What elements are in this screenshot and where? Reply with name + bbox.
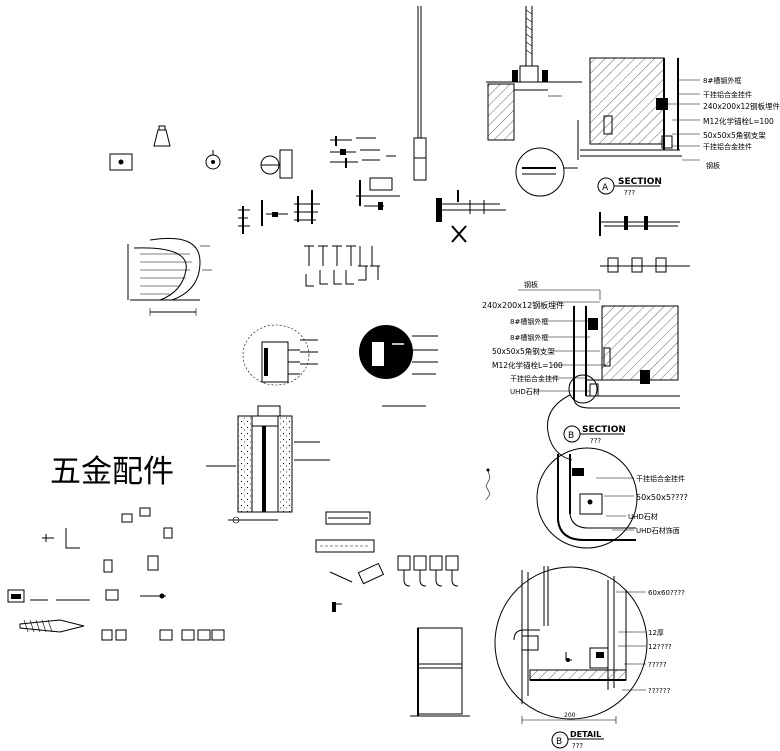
detail-b-label-3: UHD石材	[628, 512, 658, 521]
section-b-subheading: ???	[590, 437, 601, 445]
detail-c-label-1: 60x60????	[648, 589, 685, 597]
section-a-marker-letter: A	[602, 183, 609, 193]
bulb-symbol	[205, 150, 221, 170]
small-circle-detail	[515, 147, 578, 197]
cabinet-elevation	[410, 627, 470, 717]
circular-detail-2	[359, 325, 438, 379]
section-a-marker: A	[597, 177, 660, 195]
section-a-label-5: 50x50x5角钢支架	[703, 130, 766, 140]
detail-c-subheading: ???	[572, 742, 583, 750]
hook-row	[397, 555, 459, 587]
detail-b-label-1: 干挂铝合金挂件	[636, 474, 685, 483]
section-b-label-5: M12化学锚栓L=100	[492, 360, 563, 370]
detail-c-dimension	[521, 716, 617, 724]
section-a-subheading: ???	[624, 189, 635, 197]
hardware-items	[7, 507, 225, 641]
detail-b-label-4: UHD石材饰面	[636, 526, 680, 535]
rail-items	[315, 511, 385, 612]
cross-fitting	[451, 225, 467, 243]
profile-row	[304, 245, 380, 287]
section-a-bottom-label: 钢板	[706, 161, 720, 170]
wall-lamp-symbol	[260, 149, 293, 179]
section-a-label-4: M12化学锚栓L=100	[703, 116, 774, 126]
section-a-label-1: 8#槽钢外框	[703, 76, 741, 85]
detail-b-enlarged	[536, 447, 638, 549]
bracket-detail-1	[599, 212, 680, 236]
detail-c-label-3: 12????	[648, 643, 672, 651]
section-b-leaders	[534, 301, 606, 392]
section-b-label-1: 240x200x12钢板埋件	[482, 300, 564, 310]
detail-c-marker-letter: B	[556, 737, 562, 747]
detail-c-dimension-value: 200	[564, 712, 576, 719]
detail-c-label-4: ?????	[648, 661, 667, 669]
lamp-symbol	[153, 125, 171, 147]
section-a-label-6: 干挂铝合金挂件	[703, 142, 752, 151]
fittings-cluster-2	[330, 136, 400, 210]
detail-c-heading: DETAIL	[570, 730, 601, 739]
wall-bracket-detail	[436, 190, 506, 222]
section-a-heading: SECTION	[618, 177, 662, 187]
socket-symbol	[109, 153, 133, 171]
section-a-drawing	[577, 57, 700, 161]
hardware-title: 五金配件	[50, 454, 174, 490]
section-a-label-2: 干挂铝合金挂件	[703, 90, 752, 99]
detail-b-label-2: 50x50x5????	[636, 493, 688, 502]
detail-c-marker: B	[551, 731, 604, 749]
section-b-label-6: 干挂铝合金挂件	[510, 374, 559, 383]
detail-c-enlarged	[494, 566, 648, 720]
circular-detail-1	[242, 324, 318, 386]
section-b-label-3: 8#槽钢外框	[510, 333, 548, 342]
section-b-marker: B	[563, 425, 624, 443]
section-b-heading: SECTION	[582, 425, 626, 435]
ceiling-hanger-detail	[486, 6, 582, 141]
section-b-label-7: UHD石材	[510, 387, 540, 396]
detail-c-label-5: ??????	[648, 687, 671, 695]
detail-b-connector	[547, 374, 598, 461]
section-b-top-label: 钢板	[524, 280, 538, 289]
spiral-staircase	[127, 237, 212, 316]
section-a-label-3: 240x200x12钢板埋件	[703, 101, 780, 111]
section-b-label-4: 50x50x5角钢支架	[492, 346, 555, 356]
vertical-cable	[485, 468, 491, 501]
center-elevation	[206, 405, 330, 524]
bracket-detail-2	[600, 257, 690, 273]
section-b-label-2: 8#槽钢外框	[510, 317, 548, 326]
section-b-drawing	[573, 305, 680, 409]
fittings-cluster-1	[238, 190, 320, 234]
detail-c-label-2: 12厚	[648, 629, 664, 637]
section-b-marker-letter: B	[568, 431, 574, 441]
pendant-rod	[413, 6, 427, 181]
